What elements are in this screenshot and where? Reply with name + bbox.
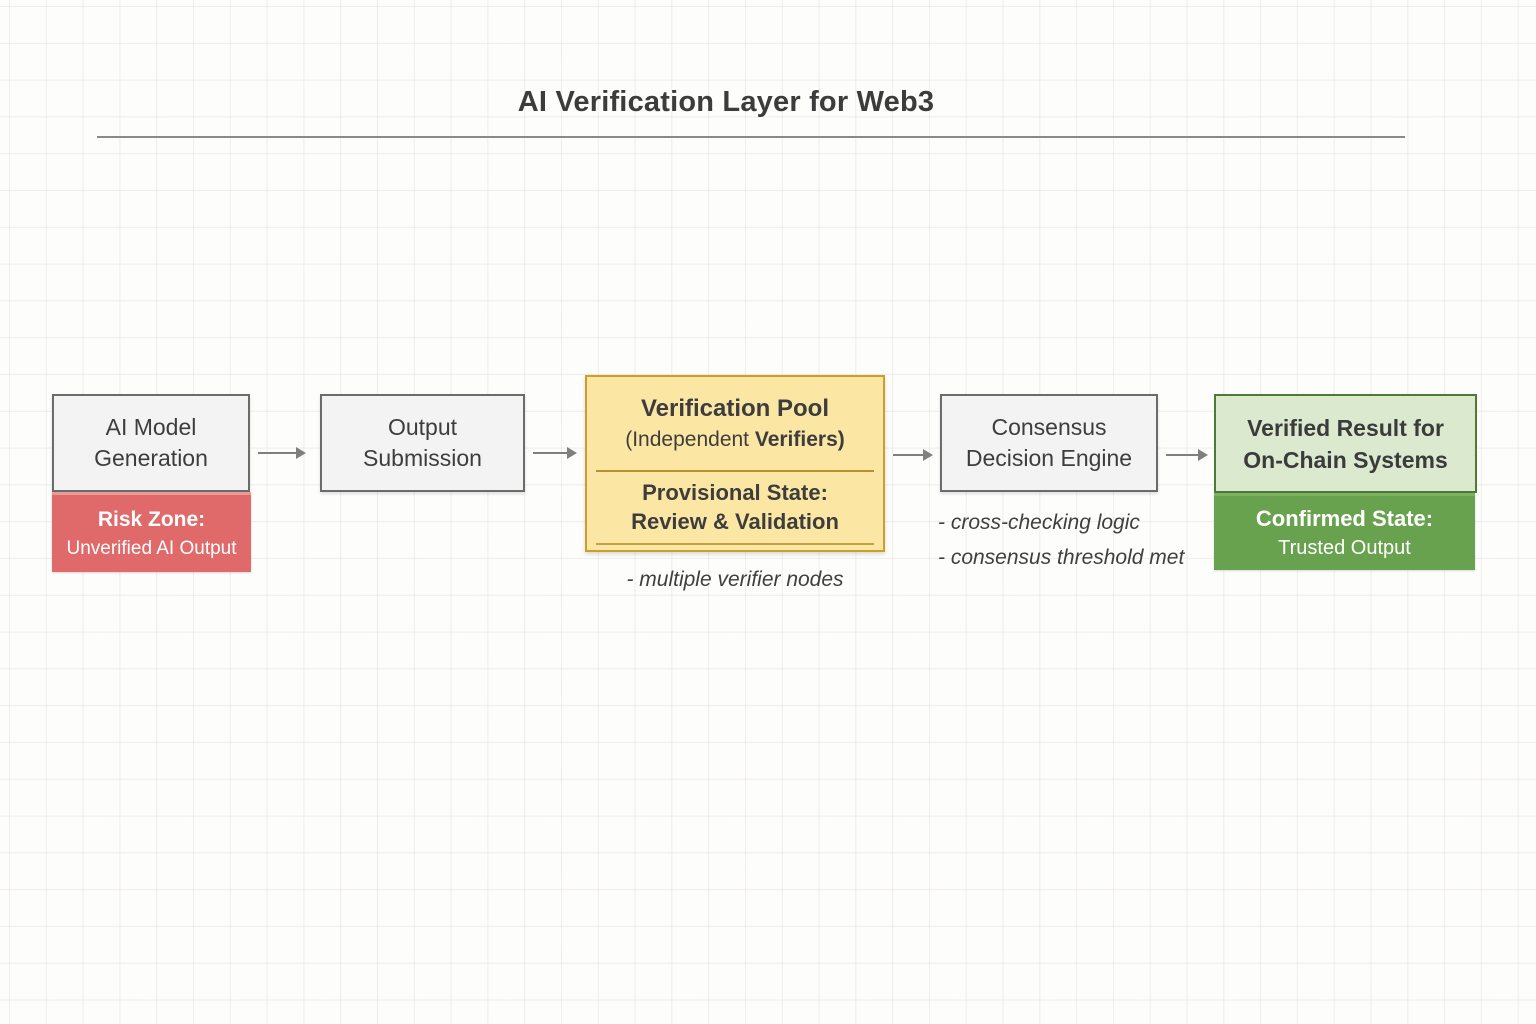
flow-arrow	[258, 447, 306, 459]
title-underline	[97, 136, 1405, 138]
confirmed-state-title: Confirmed State:	[1255, 506, 1434, 531]
node-label-line: Generation	[94, 445, 208, 471]
flow-node-consensus-decision-engine: Consensus Decision Engine	[940, 394, 1158, 492]
flow-arrow	[1166, 449, 1208, 461]
node-label-line: Consensus	[991, 414, 1107, 440]
note-multiple-verifier-nodes: - multiple verifier nodes	[626, 568, 844, 591]
page-title: AI Verification Layer for Web3	[517, 86, 935, 118]
flow-arrow	[533, 447, 577, 459]
note-cross-checking-logic: - cross-checking logic	[938, 511, 1140, 534]
node-label-line: Submission	[363, 445, 482, 471]
verification-pool-header: Verification Pool (Independent Verifiers…	[587, 377, 883, 470]
confirmed-state-subtitle: Trusted Output	[1278, 537, 1411, 559]
compartment-divider	[596, 470, 874, 472]
flow-node-verification-pool: Verification Pool (Independent Verifiers…	[585, 375, 885, 552]
provisional-state-section: Provisional State: Review & Validation	[587, 472, 883, 542]
note-consensus-threshold: - consensus threshold met	[938, 546, 1185, 569]
risk-zone-title: Risk Zone:	[97, 507, 206, 531]
compartment-divider	[596, 543, 874, 545]
flow-node-ai-model-generation: AI Model Generation	[52, 394, 250, 492]
node-label-line: Output	[387, 414, 458, 440]
provisional-state-subtitle: Review & Validation	[631, 509, 839, 534]
node-label-line: AI Model	[105, 414, 197, 440]
flow-node-verified-result: Verified Result for On-Chain Systems	[1214, 394, 1477, 493]
badge-risk-zone: Risk Zone: Unverified AI Output	[52, 492, 251, 572]
consensus-notes: - cross-checking logic - consensus thres…	[938, 505, 1198, 575]
node-label-line: On-Chain Systems	[1243, 446, 1448, 473]
verification-pool-title: Verification Pool	[640, 395, 830, 422]
risk-zone-subtitle: Unverified AI Output	[66, 537, 237, 559]
verification-pool-subtitle: (Independent Verifiers)	[625, 428, 845, 451]
flow-arrow	[893, 449, 933, 461]
provisional-state-title: Provisional State:	[642, 480, 828, 505]
node-label-line: Verified Result for	[1247, 414, 1444, 441]
badge-confirmed-state: Confirmed State: Trusted Output	[1214, 493, 1475, 570]
flow-node-output-submission: Output Submission	[320, 394, 525, 492]
node-label-line: Decision Engine	[965, 445, 1133, 471]
